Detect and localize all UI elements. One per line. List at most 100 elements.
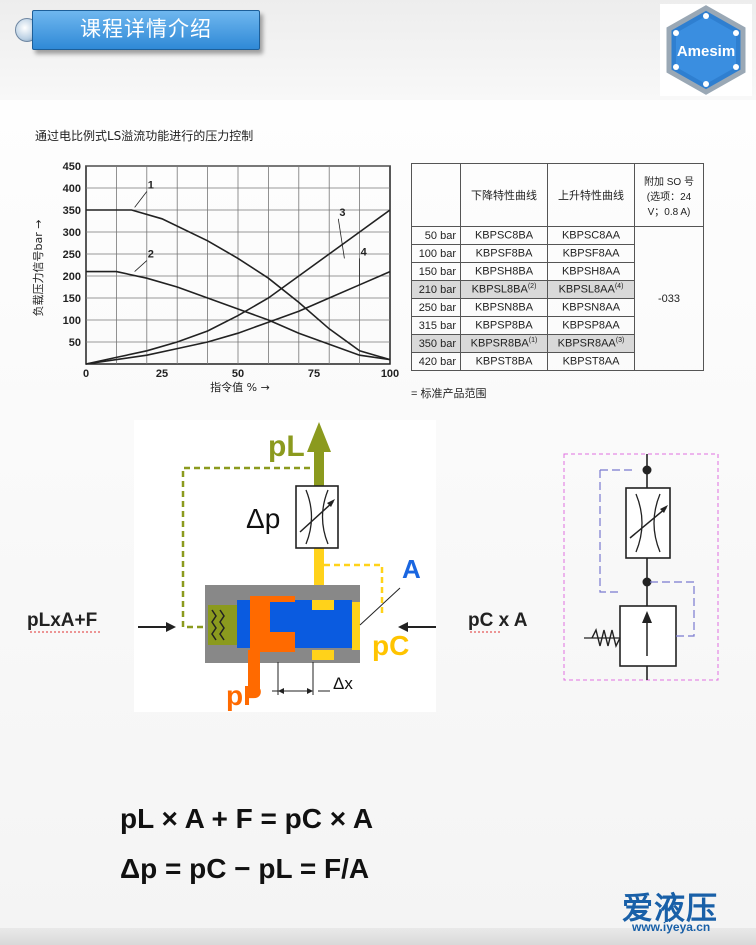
cell-pressure: 315 bar (411, 316, 461, 335)
cell-down-footnote: (1) (528, 337, 538, 345)
cell-up-text: KBPSC8AA (561, 229, 621, 242)
header-down: 下降特性曲线 (460, 163, 548, 227)
cell-up: KBPSL8AA(4) (547, 280, 635, 299)
y-tick-label: 350 (63, 205, 81, 217)
cell-down: KBPST8BA (460, 352, 548, 371)
page-title: 课程详情介绍 (32, 10, 260, 50)
cell-up-text: KBPSL8AA (558, 283, 615, 296)
spec-table-wrap: 下降特性曲线 上升特性曲线 附加 SO 号 (选项：24 V；0.8 A) 50… (411, 163, 704, 371)
label-pC: pC (372, 630, 409, 661)
cell-up-text: KBPSR8AA (557, 337, 616, 350)
y-tick-label: 200 (63, 271, 81, 283)
cell-pressure-text: 315 bar (418, 319, 456, 332)
y-tick-label: 400 (63, 183, 81, 195)
y-tick-label: 300 (63, 227, 81, 239)
y-tick-label: 150 (63, 293, 81, 305)
cell-pressure: 250 bar (411, 298, 461, 317)
cell-up-footnote: (4) (614, 283, 624, 291)
chart-ylabel: 负载压力信号bar → (31, 220, 45, 317)
cell-down-text: KBPSR8BA (470, 337, 529, 350)
cell-down: KBPSH8BA (460, 262, 548, 281)
cell-up-text: KBPSF8AA (562, 247, 620, 260)
label-right-force: pC x A (468, 610, 528, 631)
cell-up: KBPSH8AA (547, 262, 635, 281)
label-A: A (402, 554, 421, 584)
cell-up: KBPSC8AA (547, 226, 635, 245)
cell-up-text: KBPSP8AA (562, 319, 620, 332)
series-line-2 (86, 270, 391, 361)
chart-xlabel: 指令值 % → (210, 380, 270, 394)
cell-so-value: -033 (634, 226, 704, 371)
header-so-note: (选项：24 V；0.8 A) (646, 191, 692, 218)
table-row: 50 bar KBPSC8BA KBPSC8AA -033 (411, 226, 704, 371)
series-leader-3 (337, 218, 345, 259)
y-tick-label: 50 (69, 337, 81, 349)
cell-down: KBPSP8BA (460, 316, 548, 335)
cell-down: KBPSF8BA (460, 244, 548, 263)
header-so-title: 附加 SO 号 (643, 176, 694, 188)
cell-down: KBPSC8BA (460, 226, 548, 245)
cell-up-text: KBPST8AA (562, 355, 620, 368)
x-tick-label: 100 (381, 368, 399, 380)
header-up: 上升特性曲线 (547, 163, 635, 227)
label-pL: pL (268, 430, 305, 463)
cell-down-text: KBPSC8BA (474, 229, 534, 242)
cell-pressure: 210 bar (411, 280, 461, 299)
label-pP: pP (226, 680, 262, 711)
equations: pL × A + F = pC × A Δp = pC − pL = F/A (120, 803, 373, 884)
label-dp: Δp (246, 503, 280, 534)
series-label-2: 2 (148, 249, 154, 261)
label-left-force: pLxA+F (27, 610, 97, 631)
cell-up: KBPSN8AA (547, 298, 635, 317)
spec-table: 下降特性曲线 上升特性曲线 附加 SO 号 (选项：24 V；0.8 A) 50… (411, 163, 704, 371)
cell-pressure-text: 420 bar (418, 355, 456, 368)
header-so: 附加 SO 号 (选项：24 V；0.8 A) (634, 163, 704, 227)
cell-pressure-text: 250 bar (418, 301, 456, 314)
y-tick-label: 100 (63, 315, 81, 327)
cell-pressure: 420 bar (411, 352, 461, 371)
x-tick-label: 50 (232, 368, 244, 380)
amesim-logo: Amesim (660, 4, 752, 96)
x-tick-label: 75 (308, 368, 320, 380)
equation-1: pL × A + F = pC × A (120, 803, 373, 834)
label-dx: Δx (333, 674, 353, 693)
series-line-4 (85, 270, 391, 365)
cell-down: KBPSL8BA(2) (460, 280, 548, 299)
series-line-3 (85, 209, 391, 365)
series-leader-2 (134, 260, 148, 272)
cell-pressure: 100 bar (411, 244, 461, 263)
series-label-4: 4 (361, 246, 368, 258)
cell-pressure: 350 bar (411, 334, 461, 353)
cell-up-text: KBPSH8AA (561, 265, 621, 278)
cell-down: KBPSN8BA (460, 298, 548, 317)
cell-pressure-text: 100 bar (418, 247, 456, 260)
cell-pressure-text: 50 bar (424, 229, 456, 242)
cell-up-text: KBPSN8AA (561, 301, 621, 314)
x-tick-label: 0 (83, 368, 89, 380)
table-row: 350 bar KBPSR8BA(1) KBPSR8AA(3) (411, 334, 704, 353)
cell-up: KBPSP8AA (547, 316, 635, 335)
cell-down-text: KBPSH8BA (474, 265, 534, 278)
cell-down-text: KBPSN8BA (474, 301, 534, 314)
table-corner (411, 163, 461, 227)
footer-band (0, 928, 756, 945)
valve-diagram: pL Δp A pC pP Δx pLxA+F pC x A (27, 422, 719, 711)
equation-2: Δp = pC − pL = F/A (120, 853, 369, 884)
cell-down-text: KBPSF8BA (475, 247, 533, 260)
series-label-3: 3 (339, 207, 345, 219)
cell-pressure-text: 350 bar (418, 337, 456, 350)
table-row: 100 bar KBPSF8BA KBPSF8AA (411, 244, 704, 263)
hydraulic-symbol (563, 453, 719, 681)
cell-down-footnote: (2) (527, 283, 537, 291)
table-header-row: 下降特性曲线 上升特性曲线 附加 SO 号 (选项：24 V；0.8 A) (411, 163, 704, 227)
table-row: 420 bar KBPST8BA KBPST8AA (411, 352, 704, 371)
y-tick-label: 450 (63, 161, 81, 173)
cell-pressure: 150 bar (411, 262, 461, 281)
logo-text: Amesim (677, 43, 735, 60)
series-line-1 (86, 209, 391, 361)
series-label-1: 1 (148, 180, 154, 192)
series-leader-1 (134, 191, 148, 208)
cell-up: KBPSR8AA(3) (547, 334, 635, 353)
y-tick-label: 250 (63, 249, 81, 261)
